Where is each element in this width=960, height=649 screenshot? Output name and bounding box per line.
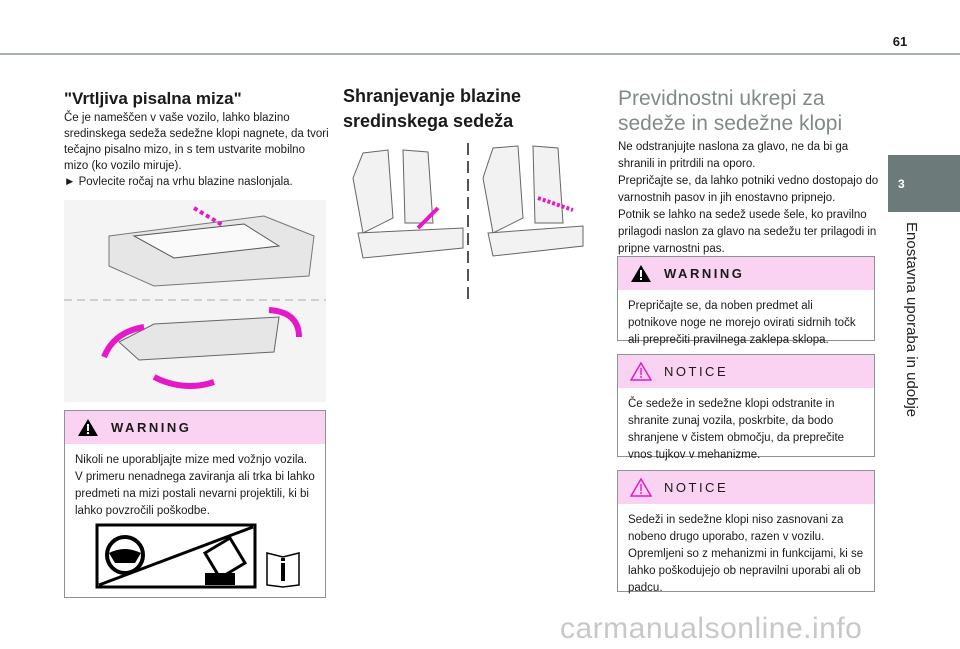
notice-text: Če sedeže in sedežne klopi odstranite in… xyxy=(628,398,845,461)
section-title: Shranjevanje blazine sredinskega sedeža xyxy=(343,86,522,131)
notice-box: NOTICE Če sedeže in sedežne klopi odstra… xyxy=(617,354,875,461)
notice-triangle-icon xyxy=(630,478,652,497)
chapter-tab[interactable]: 3 xyxy=(888,155,960,212)
desk-illustration xyxy=(64,200,326,402)
no-objects-on-table-pictogram xyxy=(95,523,300,589)
warning-text: Nikoli ne uporabljajte mize med vožnjo v… xyxy=(75,454,315,517)
notice-label: NOTICE xyxy=(664,364,729,379)
section-text: Če je nameščen v vaše vozilo, lahko blaz… xyxy=(64,110,332,190)
warning-text: Prepričajte se, da noben predmet ali pot… xyxy=(628,300,856,346)
notice-label: NOTICE xyxy=(664,480,729,495)
warning-label: WARNING xyxy=(664,266,745,281)
warning-header: WARNING xyxy=(65,411,325,444)
paragraph: Če je nameščen v vaše vozilo, lahko blaz… xyxy=(64,112,329,172)
chapter-number: 3 xyxy=(898,177,905,191)
warning-box: WARNING Prepričajte se, da noben predmet… xyxy=(617,256,875,346)
warning-triangle-icon xyxy=(78,419,98,436)
section-title: Previdnostni ukrepi za sedeže in sedežne… xyxy=(618,87,843,135)
warning-label: WARNING xyxy=(111,420,192,435)
notice-header: NOTICE xyxy=(618,471,874,504)
notice-header: NOTICE xyxy=(618,355,874,388)
watermark: carmanualsonline.info xyxy=(560,612,863,645)
chapter-title: Enostavna uporaba in udobje xyxy=(903,222,920,418)
notice-triangle-icon xyxy=(630,362,652,381)
notice-text: Sedeži in sedežne klopi niso zasnovani z… xyxy=(628,514,864,594)
header-rule xyxy=(0,53,960,55)
step: ► Povlecite ročaj na vrhu blazine naslon… xyxy=(64,176,293,188)
seat-cushion-storage-illustration xyxy=(352,143,584,303)
warning-triangle-icon xyxy=(631,265,651,282)
section-text: Ne odstranjujte naslona za glavo, ne da … xyxy=(618,141,879,255)
notice-box: NOTICE Sedeži in sedežne klopi niso zasn… xyxy=(617,470,875,594)
page-number: 61 xyxy=(892,34,908,49)
warning-box: WARNING Nikoli ne uporabljajte mize med … xyxy=(64,410,326,598)
warning-header: WARNING xyxy=(618,257,874,290)
section-title: "Vrtljiva pisalna miza" xyxy=(64,89,242,108)
